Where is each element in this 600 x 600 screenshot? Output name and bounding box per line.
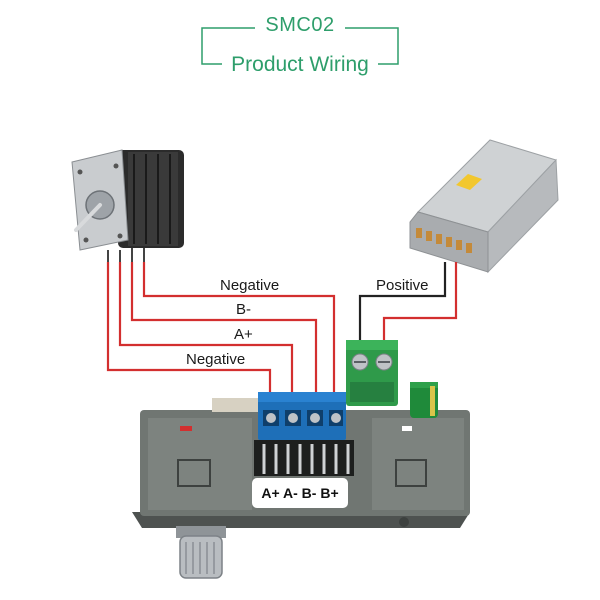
label-negative-top: Negative (220, 277, 279, 294)
board-slot-right (395, 459, 427, 487)
pins (262, 444, 350, 474)
power-supply (409, 139, 559, 274)
wire-power-positive (382, 262, 458, 340)
knob-base (176, 526, 226, 538)
psu-terminals (416, 228, 472, 253)
power-wires (358, 262, 458, 340)
terminal-label: A+ A- B- B+ (261, 485, 338, 501)
status-led-red (180, 426, 192, 431)
motor-terminal-block (258, 392, 346, 440)
board-pcb (212, 398, 262, 412)
motor-shaft (74, 203, 102, 232)
stepper-motor (71, 149, 184, 251)
product-wiring-title: Product Wiring (231, 53, 369, 76)
title-banner: SMC02 Product Wiring (0, 0, 600, 90)
pin-header (254, 440, 354, 476)
motor-wires (106, 262, 336, 392)
motor-wire-stubs (107, 248, 145, 262)
label-b-minus: B- (236, 301, 251, 318)
wire-b-minus (130, 262, 318, 392)
board-panel-right (372, 418, 464, 510)
wire-a-plus (118, 262, 294, 392)
label-a-plus: A+ (234, 326, 253, 343)
power-terminal-block (346, 340, 398, 406)
title-frame-left (201, 27, 255, 65)
model-title: SMC02 (265, 14, 335, 36)
terminal-screws (263, 410, 343, 426)
status-led-white (402, 426, 412, 431)
terminal-block-body (258, 392, 346, 440)
title-frame-right (345, 27, 399, 65)
label-positive: Positive (376, 277, 429, 294)
encoder-knob (176, 526, 226, 579)
capacitor (410, 382, 438, 418)
terminal-label-tag (252, 478, 348, 508)
wire-negative-bottom (106, 262, 272, 392)
label-negative-bottom: Negative (186, 351, 245, 368)
board-panel-left (148, 418, 252, 510)
title-frame (201, 27, 399, 65)
controller-board: A+ A- B- B+ (132, 398, 470, 528)
wire-negative-top (142, 262, 336, 392)
board-screw (399, 517, 409, 527)
board-slot-left (177, 459, 211, 487)
psu-label (456, 174, 482, 190)
wire-power-negative (358, 262, 447, 340)
knob-body (179, 535, 223, 579)
